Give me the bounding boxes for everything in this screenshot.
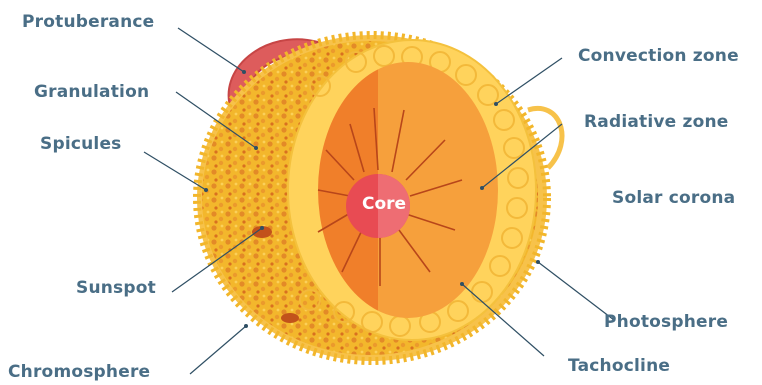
label-convection-zone: Convection zone (578, 46, 739, 66)
radiative-zone-shape (318, 62, 498, 318)
label-chromosphere: Chromosphere (8, 362, 150, 382)
label-core: Core (362, 194, 406, 214)
label-granulation: Granulation (34, 82, 149, 102)
label-radiative-zone: Radiative zone (584, 112, 729, 132)
sunspot-shape (281, 313, 299, 323)
label-solar-corona: Solar corona (612, 188, 735, 208)
label-spicules: Spicules (40, 134, 122, 154)
label-tachocline: Tachocline (568, 356, 670, 376)
label-sunspot: Sunspot (76, 278, 156, 298)
label-photosphere: Photosphere (604, 312, 728, 332)
label-protuberance: Protuberance (22, 12, 154, 32)
